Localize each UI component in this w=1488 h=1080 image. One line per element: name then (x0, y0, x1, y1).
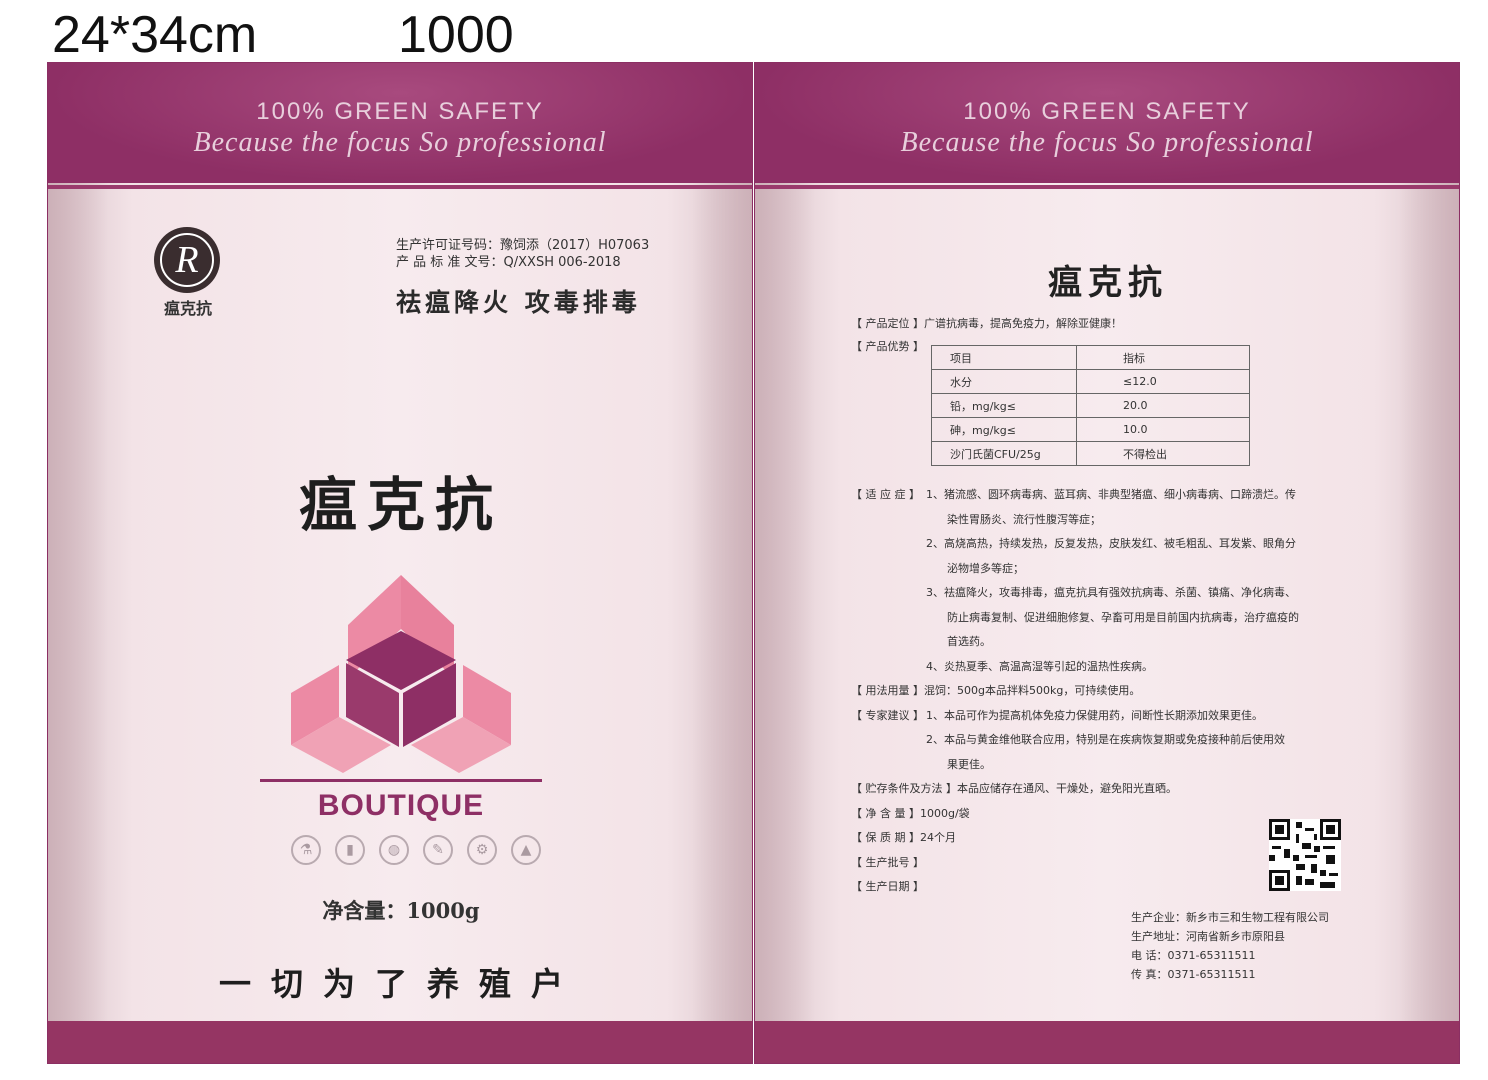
net-content-row: 【 净 含 量 】1000g/袋 (851, 807, 970, 820)
batch-label: 【 生产批号 】 (851, 856, 924, 869)
net-weight: 净含量：1000g (322, 898, 480, 923)
production-date-label: 【 生产日期 】 (851, 880, 924, 893)
back-title: 瘟克抗 (1048, 263, 1168, 303)
indication-line: 2、高烧高热，持续发热，反复发热，皮肤发红、被毛粗乱、耳发紫、眼角分 (926, 537, 1296, 550)
table-row: 砷，mg/kg≤ 10.0 (931, 417, 1250, 442)
logo-caption: 瘟克抗 (163, 299, 212, 318)
address: 生产地址：河南省新乡市原阳县 (1131, 930, 1285, 943)
indication-line: 染性胃肠炎、流行性腹泻等症； (947, 513, 1101, 526)
storage-row: 【 贮存条件及方法 】本品应储存在通风、干燥处，避免阳光直晒。 (851, 782, 1177, 795)
advice-line: 果更佳。 (947, 758, 991, 771)
phone: 电 话：0371-65311511 (1131, 949, 1256, 962)
license-info: 生产许可证号码：豫饲添（2017）H07063 产 品 标 准 文号：Q/XXS… (396, 237, 649, 271)
fax: 传 真：0371-65311511 (1131, 968, 1256, 981)
indication-line: 1、猪流感、圆环病毒病、蓝耳病、非典型猪瘟、细小病毒病、口蹄溃烂。传 (926, 488, 1296, 501)
advice-line: 2、本品与黄金维他联合应用，特别是在疾病恢复期或免疫接种前后使用效 (926, 733, 1285, 746)
product-slogan: 祛瘟降火 攻毒排毒 (396, 288, 641, 317)
license-number: 生产许可证号码：豫饲添（2017）H07063 (396, 238, 650, 253)
microscope-icon: ⚙ (467, 835, 497, 865)
pen-icon: ✎ (423, 835, 453, 865)
advantage-label: 【 产品优势 】 (851, 340, 924, 353)
brand-logo-icon: R (154, 227, 220, 293)
flask-icon: ⚗ (291, 835, 321, 865)
green-safety-slogan: 100% GREEN SAFETY (256, 98, 544, 125)
qr-code-icon (1269, 819, 1341, 891)
indication-line: 首选药。 (947, 635, 991, 648)
advice-label: 【 专家建议 】 (851, 709, 924, 722)
company: 生产企业：新乡市三和生物工程有限公司 (1131, 911, 1329, 924)
header-band: 100% GREEN SAFETY Because the focus So p… (755, 63, 1459, 183)
advice-line: 1、本品可作为提高机体免疫力保健用药，间断性长期添加效果更佳。 (926, 709, 1263, 722)
boutique-brand: BOUTIQUE (317, 789, 485, 822)
document-icon: ▮ (335, 835, 365, 865)
feature-icons: ⚗ ▮ ◍ ✎ ⚙ ▲ (291, 835, 541, 865)
indication-line: 4、炎热夏季、高温高湿等引起的温热性疾病。 (926, 660, 1153, 673)
indication-line: 泌物增多等症； (947, 562, 1024, 575)
indication-line: 防止病毒复制、促进细胞修复、孕畜可用是目前国内抗病毒，治疗瘟疫的 (947, 611, 1299, 624)
size-note: 24*34cm (52, 6, 258, 64)
product-title: 瘟克抗 (298, 471, 503, 539)
header-band: 100% GREEN SAFETY Because the focus So p… (48, 63, 752, 183)
script-tagline: Because the focus So professional (900, 127, 1314, 158)
positioning-row: 【 产品定位 】广谱抗病毒，提高免疫力，解除亚健康！ (851, 317, 1122, 330)
standard-number: 产 品 标 准 文号：Q/XXSH 006-2018 (396, 255, 621, 270)
cube-emblem-icon (291, 575, 511, 773)
table-row: 项目 指标 (931, 345, 1250, 370)
circle-icon: ◍ (379, 835, 409, 865)
front-panel: 100% GREEN SAFETY Because the focus So p… (47, 62, 753, 1064)
table-row: 铅，mg/kg≤ 20.0 (931, 393, 1250, 418)
usage-row: 【 用法用量 】混饲：500g本品拌料500kg，可持续使用。 (851, 684, 1141, 697)
quantity-note: 1000 (398, 6, 514, 64)
table-row: 沙门氏菌CFU/25g 不得检出 (931, 441, 1250, 466)
indication-label: 【 适 应 症 】 (851, 488, 920, 501)
spec-table: 项目 指标 水分 ≤12.0 铅，mg/kg≤ 20.0 砷，mg/kg≤ 10… (931, 345, 1250, 466)
green-safety-slogan: 100% GREEN SAFETY (963, 98, 1251, 125)
motto: 一切为了养殖户 (218, 965, 583, 1003)
table-row: 水分 ≤12.0 (931, 369, 1250, 394)
back-panel: 100% GREEN SAFETY Because the focus So p… (754, 62, 1460, 1064)
shelf-life-row: 【 保 质 期 】24个月 (851, 831, 956, 844)
triangle-icon: ▲ (511, 835, 541, 865)
indication-line: 3、祛瘟降火，攻毒排毒，瘟克抗具有强效抗病毒、杀菌、镇痛、净化病毒、 (926, 586, 1296, 599)
script-tagline: Because the focus So professional (193, 127, 607, 158)
